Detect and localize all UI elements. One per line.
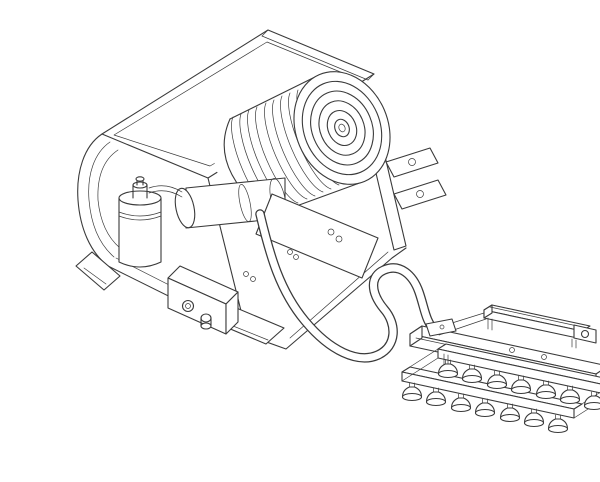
suction-cup bbox=[488, 371, 507, 389]
diagram-canvas bbox=[40, 16, 600, 466]
suction-gripper bbox=[402, 305, 600, 433]
suction-cup bbox=[585, 392, 600, 410]
filter-canister bbox=[119, 177, 182, 267]
technical-illustration bbox=[40, 16, 600, 466]
suction-cup bbox=[463, 365, 482, 383]
suction-cup bbox=[501, 404, 520, 422]
control-knob bbox=[183, 301, 194, 312]
suction-cup bbox=[452, 394, 471, 412]
pump-unit bbox=[76, 30, 446, 349]
suction-cup bbox=[512, 376, 531, 394]
screw bbox=[288, 250, 293, 255]
base-screws bbox=[244, 272, 256, 282]
suction-cup bbox=[561, 386, 580, 404]
suction-cup bbox=[525, 409, 544, 427]
suction-cup bbox=[549, 415, 568, 433]
suction-cup bbox=[403, 383, 422, 401]
control-box bbox=[168, 266, 238, 334]
suction-cup bbox=[427, 388, 446, 406]
screw bbox=[294, 255, 299, 260]
outlet-fitting bbox=[201, 314, 211, 322]
suction-cup bbox=[537, 381, 556, 399]
suction-cup bbox=[476, 399, 495, 417]
